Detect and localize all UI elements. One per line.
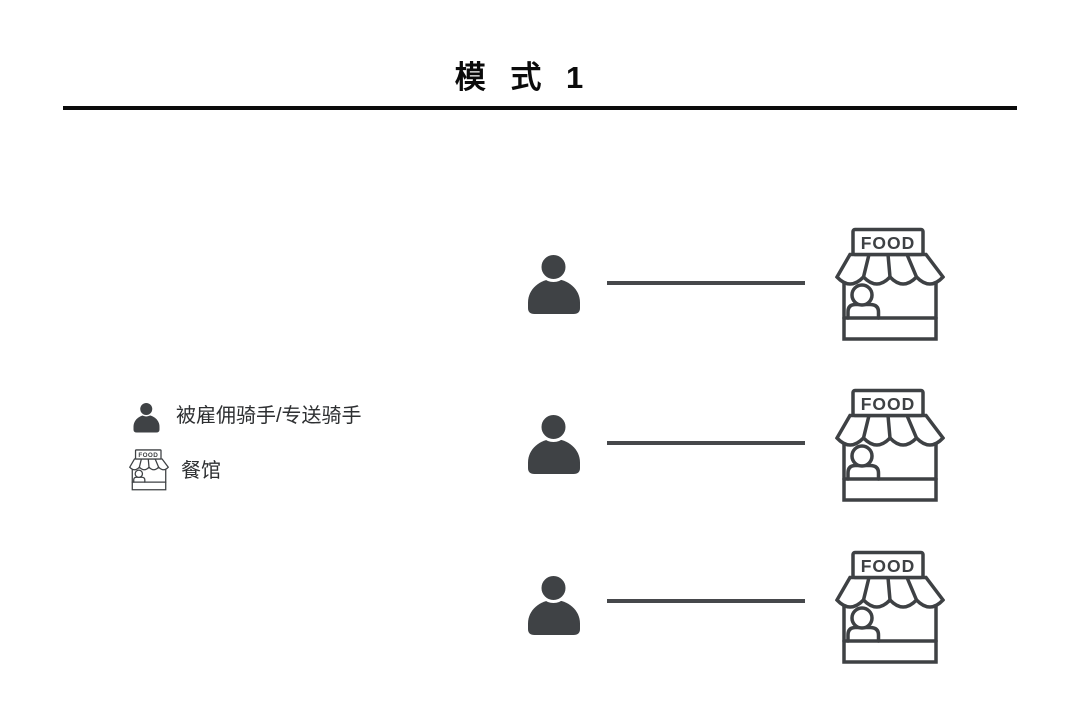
restaurant-icon: FOOD (835, 227, 945, 341)
rider-icon (133, 402, 160, 433)
connector-line (607, 281, 805, 285)
restaurant-icon: FOOD (835, 550, 945, 664)
connector-line (607, 599, 805, 603)
restaurant-icon: FOOD (129, 449, 169, 491)
rider-icon (528, 253, 580, 314)
connector-line (607, 441, 805, 445)
rider-icon (528, 413, 580, 474)
food-sign-text: FOOD (861, 556, 916, 576)
page-title: 模 式 1 (454, 60, 592, 95)
legend-label-restaurant: 餐馆 (181, 460, 221, 482)
food-sign-text: FOOD (138, 452, 158, 459)
food-sign-text: FOOD (861, 233, 916, 253)
title-divider (63, 106, 1017, 110)
restaurant-icon: FOOD (835, 388, 945, 502)
legend-label-rider: 被雇佣骑手/专送骑手 (176, 405, 362, 427)
food-sign-text: FOOD (861, 394, 916, 414)
rider-icon (528, 574, 580, 635)
